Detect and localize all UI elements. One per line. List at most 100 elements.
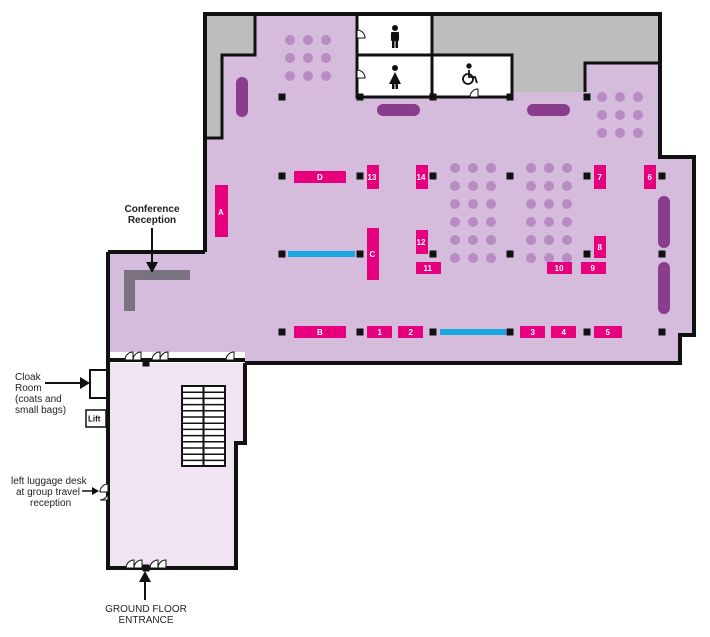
stand-9[interactable]: [581, 262, 606, 274]
stand-8-label: 8: [598, 243, 603, 252]
table-seat: [450, 253, 460, 263]
stand-6[interactable]: [644, 165, 656, 189]
cloak-room-label-line4: small bags): [15, 405, 66, 416]
table-seat: [468, 217, 478, 227]
male-toilet-icon: [391, 25, 399, 48]
table-seat: [468, 199, 478, 209]
table-seat: [544, 163, 554, 173]
table-seat: [486, 199, 496, 209]
left-luggage-label-line1: left luggage desk: [11, 476, 88, 487]
stand-D-label: D: [317, 173, 323, 182]
table-seat: [285, 71, 295, 81]
pillar: [356, 328, 364, 336]
table-seat: [303, 71, 313, 81]
conference-reception-label-line2: Reception: [128, 215, 176, 226]
table-seat: [544, 217, 554, 227]
stand-C[interactable]: [367, 228, 379, 280]
table-seat: [615, 128, 625, 138]
pillar: [278, 93, 286, 101]
exhibition-stands[interactable]: A D 13 14 C 12 11 7 6 8 10 9 B 1 2 3 4: [215, 165, 656, 338]
stand-2[interactable]: [398, 326, 423, 338]
wheelchair-icon: [462, 63, 478, 85]
counter-upper: [288, 251, 355, 257]
table-seat: [526, 235, 536, 245]
stand-A-label: A: [218, 208, 224, 217]
table-seat: [450, 199, 460, 209]
left-luggage-arrow: [82, 487, 99, 495]
table-seat: [562, 217, 572, 227]
cloak-room-label-line1: Cloak: [15, 372, 42, 383]
table-seat: [597, 92, 607, 102]
stand-5[interactable]: [594, 326, 622, 338]
cloak-room-label-line3: (coats and: [15, 394, 62, 405]
table-seat: [526, 163, 536, 173]
table-seat: [303, 53, 313, 63]
table-seat: [544, 253, 554, 263]
table-seat: [526, 199, 536, 209]
table-seat: [633, 128, 643, 138]
stand-7-label: 7: [598, 173, 603, 182]
cloak-room-box: [89, 369, 109, 399]
stand-2-label: 2: [409, 328, 414, 337]
stand-6-label: 6: [648, 173, 653, 182]
stand-12-label: 12: [417, 238, 426, 247]
table-seat: [562, 199, 572, 209]
table-seat: [544, 181, 554, 191]
doors: [99, 29, 479, 569]
pillar: [506, 250, 514, 258]
pillar: [506, 93, 514, 101]
pillar: [429, 93, 437, 101]
pillar: [142, 564, 150, 572]
entrance-label-line1: GROUND FLOOR: [105, 604, 187, 615]
stand-4[interactable]: [551, 326, 576, 338]
stand-A[interactable]: [215, 185, 228, 237]
stand-1-label: 1: [378, 328, 383, 337]
stand-4-label: 4: [562, 328, 567, 337]
table-seat: [486, 163, 496, 173]
stand-3[interactable]: [520, 326, 545, 338]
table-seat: [526, 217, 536, 227]
stand-13-label: 13: [368, 173, 377, 182]
stand-B-label: B: [317, 328, 323, 337]
table-seat: [321, 35, 331, 45]
pillar: [583, 328, 591, 336]
table-seat: [468, 235, 478, 245]
stand-11[interactable]: [416, 262, 441, 274]
table-seat: [450, 163, 460, 173]
stand-14-label: 14: [417, 173, 426, 182]
table-seat: [486, 181, 496, 191]
table-seat: [468, 253, 478, 263]
left-luggage-label-line2: at group travel: [16, 487, 80, 498]
sofas: [236, 77, 670, 314]
stand-10[interactable]: [547, 262, 572, 274]
stand-D[interactable]: [294, 171, 346, 183]
pillar: [278, 250, 286, 258]
staircase: [181, 385, 226, 467]
pillar: [356, 172, 364, 180]
pillar: [429, 250, 437, 258]
stand-12[interactable]: [416, 230, 428, 254]
stand-B[interactable]: [294, 326, 346, 338]
stand-13[interactable]: [367, 165, 379, 189]
pillar: [278, 172, 286, 180]
table-seat: [633, 92, 643, 102]
stand-11-label: 11: [424, 264, 433, 273]
table-seat: [562, 235, 572, 245]
conference-reception-arrow: [146, 228, 158, 273]
pillar: [658, 328, 666, 336]
entrance-label-line2: ENTRANCE: [118, 615, 173, 626]
service-area-right: [432, 14, 660, 92]
stand-1[interactable]: [367, 326, 392, 338]
table-seat: [633, 110, 643, 120]
table-seat: [468, 181, 478, 191]
table-seat: [303, 35, 313, 45]
stand-9-label: 9: [591, 264, 596, 273]
stand-14[interactable]: [416, 165, 428, 189]
stand-7[interactable]: [594, 165, 606, 189]
pillars: [142, 93, 666, 572]
left-luggage-label-line3: reception: [30, 498, 71, 509]
table-seat: [544, 199, 554, 209]
stand-8[interactable]: [594, 236, 606, 258]
table-seat: [468, 163, 478, 173]
